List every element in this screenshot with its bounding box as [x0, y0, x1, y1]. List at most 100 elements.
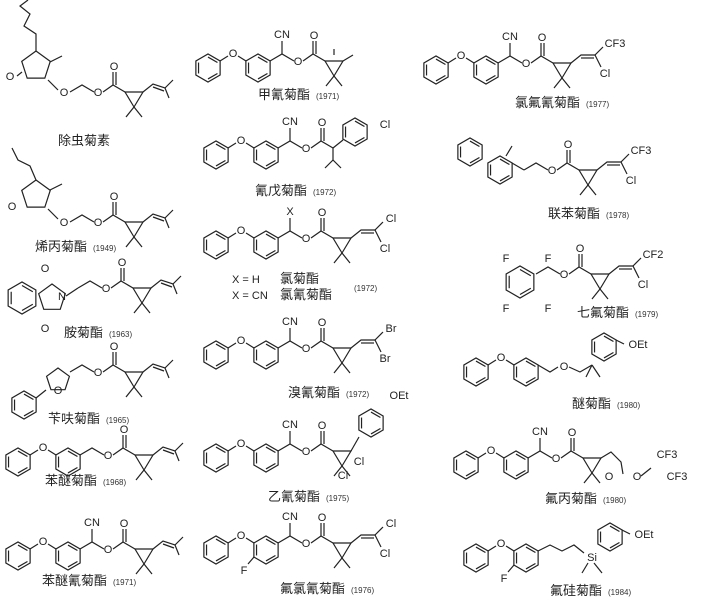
bond [561, 77, 571, 89]
bond [374, 221, 384, 231]
bond [265, 554, 276, 562]
bond [23, 409, 34, 417]
bond [265, 159, 276, 167]
bond [475, 360, 486, 368]
atom-o: O [302, 233, 311, 245]
bond-chain [110, 280, 134, 289]
label-acrinathrin: 氟丙菊酯(1980) [545, 492, 627, 507]
label-allethrin: 烯丙菊酯(1949) [35, 240, 117, 255]
label-bifenthrin: 联苯菊酯(1978) [548, 207, 630, 222]
cyclopropane-ring [577, 169, 599, 187]
bond [143, 469, 153, 481]
bond-chain [237, 55, 247, 62]
bond [265, 343, 276, 351]
label-pyrethrin: 除虫菊素 [58, 134, 111, 149]
atom-o: O [94, 367, 103, 379]
bond-chain [29, 449, 39, 456]
bond-chain [112, 447, 136, 456]
atom-cn: CN [282, 419, 298, 431]
atom-cf3: CF3 [605, 38, 626, 50]
bond [585, 364, 593, 378]
bond-chain [535, 266, 561, 275]
bond [593, 562, 603, 574]
bond-chain [269, 53, 295, 62]
atom-cl: Cl [386, 518, 396, 530]
atom-cf2: CF2 [643, 249, 664, 261]
bond-chain [69, 84, 95, 93]
bond [215, 446, 226, 454]
atom-o: O [60, 217, 69, 229]
bond [17, 544, 28, 552]
benzene-ring [513, 543, 539, 573]
benzene-ring [503, 450, 529, 480]
bond-chain [245, 445, 255, 452]
bond-chain [505, 545, 515, 552]
atom-o: O [104, 544, 113, 556]
bond [17, 466, 28, 474]
atom-cl: Cl [354, 456, 364, 468]
bond-chain [152, 442, 184, 456]
benzene-ring [203, 340, 229, 370]
bond [632, 265, 640, 279]
bond [16, 71, 23, 77]
bond [164, 87, 170, 99]
atom-o: O [54, 385, 63, 397]
bond-chain [608, 265, 633, 275]
benzene-ring [203, 230, 229, 260]
atom-o: O [237, 225, 246, 237]
atom-cf3: CF3 [657, 449, 678, 461]
label-deltamethrin: 溴氰菊酯(1972) [288, 386, 370, 401]
bond [374, 526, 384, 536]
atom-br: Br [386, 323, 397, 335]
bond [469, 140, 480, 148]
atom-o: O [318, 420, 327, 432]
benzene-ring [253, 535, 279, 565]
benzene-ring [457, 137, 483, 167]
cyclopropane-ring [581, 457, 603, 475]
bond-chain [487, 359, 497, 366]
benzene-ring [473, 55, 499, 85]
chlorophenyl-ring [342, 117, 368, 147]
bond [640, 467, 652, 477]
bond [135, 469, 145, 481]
bond [143, 563, 153, 575]
bond-chain [556, 162, 580, 171]
bond [67, 560, 78, 568]
bond-chain [142, 359, 174, 373]
bond [133, 302, 143, 314]
bond [475, 546, 486, 554]
bond [133, 106, 143, 118]
atom-o: O [8, 201, 17, 213]
bond [325, 75, 335, 87]
bond [583, 472, 593, 484]
bond [603, 351, 614, 359]
bond-chain [142, 79, 174, 93]
bond [591, 364, 601, 378]
atom-o: O [237, 530, 246, 542]
cyclopropane-ring [331, 237, 353, 255]
bond-chain [227, 537, 237, 544]
bond [435, 58, 446, 66]
bond [553, 77, 563, 89]
atom-cf3: CF3 [631, 145, 652, 157]
cyclopropane-ring [331, 542, 353, 560]
atom-o: O [41, 323, 50, 335]
atom-o: O [318, 117, 327, 129]
furan-ring [45, 367, 71, 391]
bond [215, 343, 226, 351]
atom-f: F [545, 253, 552, 265]
benzene-ring [423, 55, 449, 85]
atom-cl: Cl [380, 243, 390, 255]
bond-chain [350, 229, 375, 239]
bond [341, 252, 351, 264]
label-fenpropathrin: 甲氰菊酯(1971) [258, 88, 340, 103]
atom-o: O [237, 135, 246, 147]
bond [615, 339, 625, 345]
bond [67, 450, 78, 458]
bond [525, 360, 536, 368]
bond [342, 54, 354, 62]
bond-chain [530, 55, 554, 64]
atom-oet: OEt [390, 390, 409, 402]
atom-o: O [318, 512, 327, 524]
